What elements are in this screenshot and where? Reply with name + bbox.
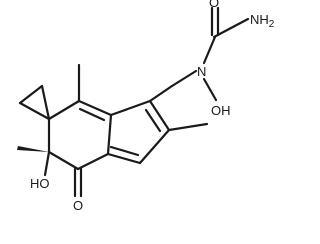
bond-n-to-oh	[202, 77, 218, 102]
bond-c5-methyl-wedge	[17, 146, 49, 152]
bond-c1-c2	[148, 99, 171, 132]
bond-c-carbonyl-to-nh2	[212, 17, 250, 39]
bond-c1-c2-inner	[144, 108, 162, 133]
atom-label-nh2: NH2	[250, 12, 275, 30]
bond-c1-c7a	[109, 99, 152, 117]
bond-c7a-c7	[77, 99, 113, 117]
bond-c5-oh	[43, 150, 51, 177]
bond-c2-c3	[138, 128, 171, 165]
atom-label-n-hydroxy: OH	[211, 103, 231, 118]
bond-cp1-cp2	[18, 84, 44, 105]
bond-c2-methyl	[167, 122, 209, 132]
bond-spiro-cp2	[40, 84, 51, 121]
chemical-structure-figure: NH2 O N OH HO O	[17, 0, 275, 213]
molecule-drawing: NH2 O N OH HO O	[17, 0, 275, 213]
bond-c7a-c7-inner	[78, 107, 106, 122]
bond-n-to-ch2	[170, 69, 198, 88]
bond-c4-c3a	[76, 152, 110, 171]
atom-label-urea-oxygen: O	[209, 0, 219, 10]
bond-c7-spiro	[47, 99, 81, 121]
bond-spiro-cp1	[18, 101, 51, 121]
bond-c3-c3a	[106, 152, 142, 165]
bond-c7a-c3a	[106, 113, 113, 156]
atom-label-ring-hydroxy: HO	[30, 176, 50, 191]
atom-label-ketone-oxygen: O	[73, 198, 83, 213]
bond-c-carbonyl-to-n	[202, 35, 217, 65]
bond-c3-c3a-inner	[109, 145, 140, 157]
atom-label-urea-nitrogen: N	[197, 64, 206, 79]
bond-c5-c4	[47, 150, 80, 171]
bond-ch2-to-ring	[148, 84, 174, 103]
